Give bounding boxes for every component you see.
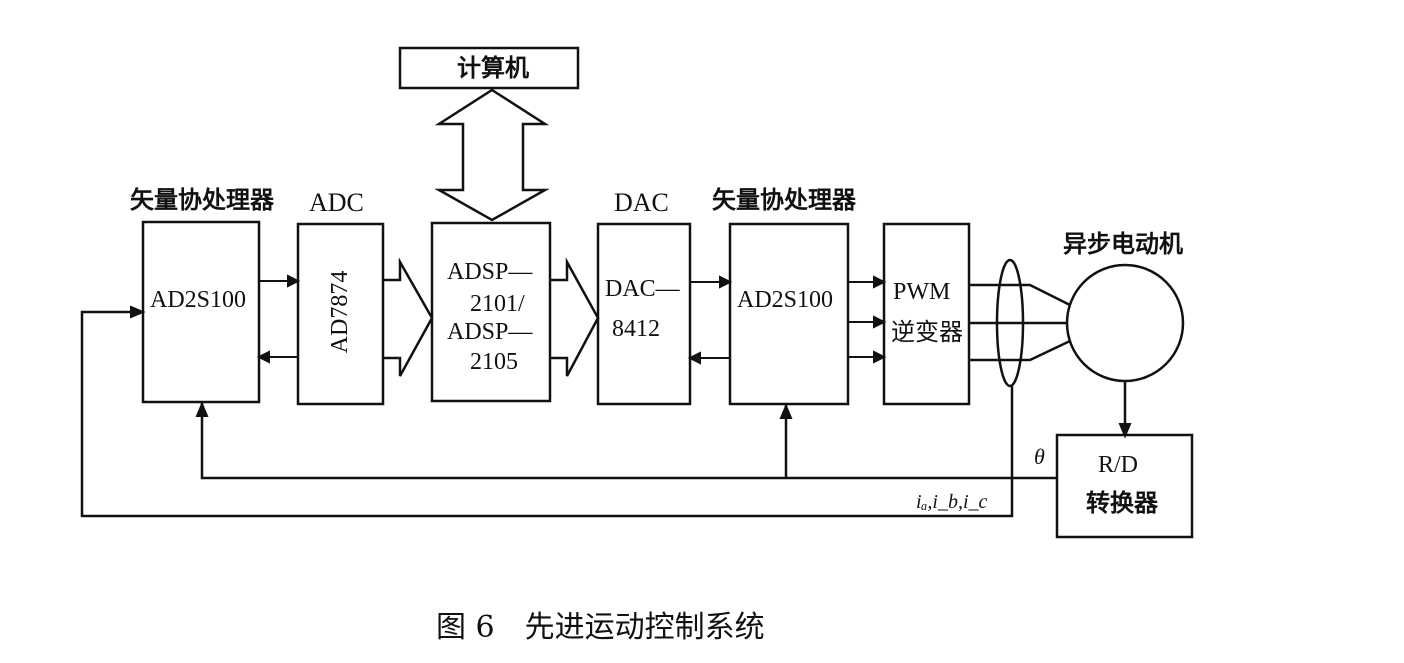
rd-text-1: R/D [1098,452,1139,478]
bus-arrow-adc-adsp [384,257,434,377]
theta-feedback-line [200,402,1057,480]
motor-label: 异步电动机 [1063,230,1183,258]
arrow-head [779,403,793,419]
bus-arrow-adsp-dac [551,257,600,377]
arrow-head [130,305,146,319]
motor-circle [1065,263,1185,383]
arrow-head [719,275,733,289]
phase-line-a [969,283,1071,307]
dac8412-text-1: DAC— [605,276,680,302]
arrow-head [873,350,887,364]
dac-label: DAC [614,188,669,217]
adsp-text-2: 2101/ [470,291,525,317]
arrow-head [873,275,887,289]
adc-label: ADC [309,188,364,217]
rd-text-2: 转换器 [1086,489,1158,517]
ad7874-text: AD7874 [327,270,353,354]
pwm-text-2: 逆变器 [891,318,963,346]
arrow-head [256,350,270,364]
pwm-text-1: PWM [893,279,951,305]
currents-label: iₐ,i_b,i_c [916,491,988,513]
adsp-text-1: ADSP— [447,259,533,285]
dac8412-box [596,222,692,406]
theta-label: θ [1034,444,1045,469]
arrow-head [873,315,887,329]
arrow-head [1118,423,1132,439]
ad7874-box [296,222,385,406]
phase-line-c [969,339,1071,362]
figure-caption: 图 6 先进运动控制系统 [436,610,765,645]
computer-label: 计算机 [457,54,529,82]
ad2s100-right-box [728,222,850,406]
vector-coprocessor-left-label: 矢量协处理器 [130,186,274,214]
current-feedback-line [80,310,1014,518]
adsp-text-4: 2105 [470,349,518,375]
computer-box [398,46,580,90]
arrow-head [687,351,701,365]
dac8412-text-2: 8412 [612,316,660,342]
pwm-box [882,222,971,406]
arrow-head [287,274,301,288]
ad2s100-right-text: AD2S100 [737,287,834,313]
rd-box [1055,433,1194,539]
vector-coprocessor-right-label: 矢量协处理器 [712,186,856,214]
arrow-head [195,401,209,417]
adsp-text-3: ADSP— [447,319,533,345]
bus-arrow-computer [434,88,550,222]
ad2s100-left-text: AD2S100 [150,287,247,313]
adsp-box [430,221,552,403]
